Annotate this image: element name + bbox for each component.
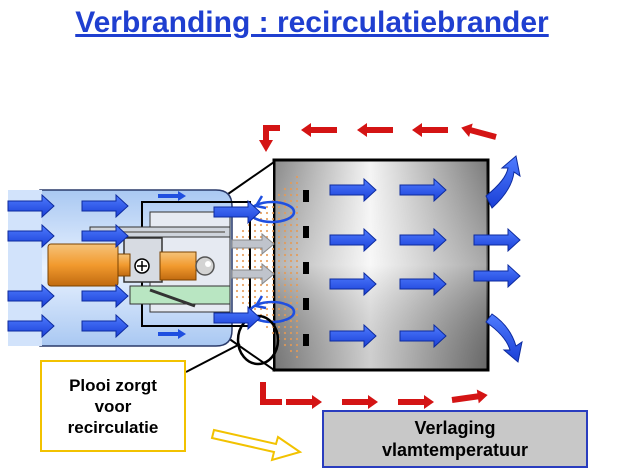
slide-title: Verbranding : recirculatiebrander — [75, 6, 549, 39]
fuel-nozzle — [47, 243, 215, 287]
recirculation-arrows — [259, 120, 498, 409]
callout-leader-line — [185, 343, 241, 373]
combustion-chamber — [272, 158, 490, 372]
yellow-pointer-arrow — [210, 428, 303, 462]
outlet-flow-arrows — [473, 155, 523, 363]
burner-tube — [8, 189, 251, 347]
inner-flow-arrows — [231, 232, 275, 286]
